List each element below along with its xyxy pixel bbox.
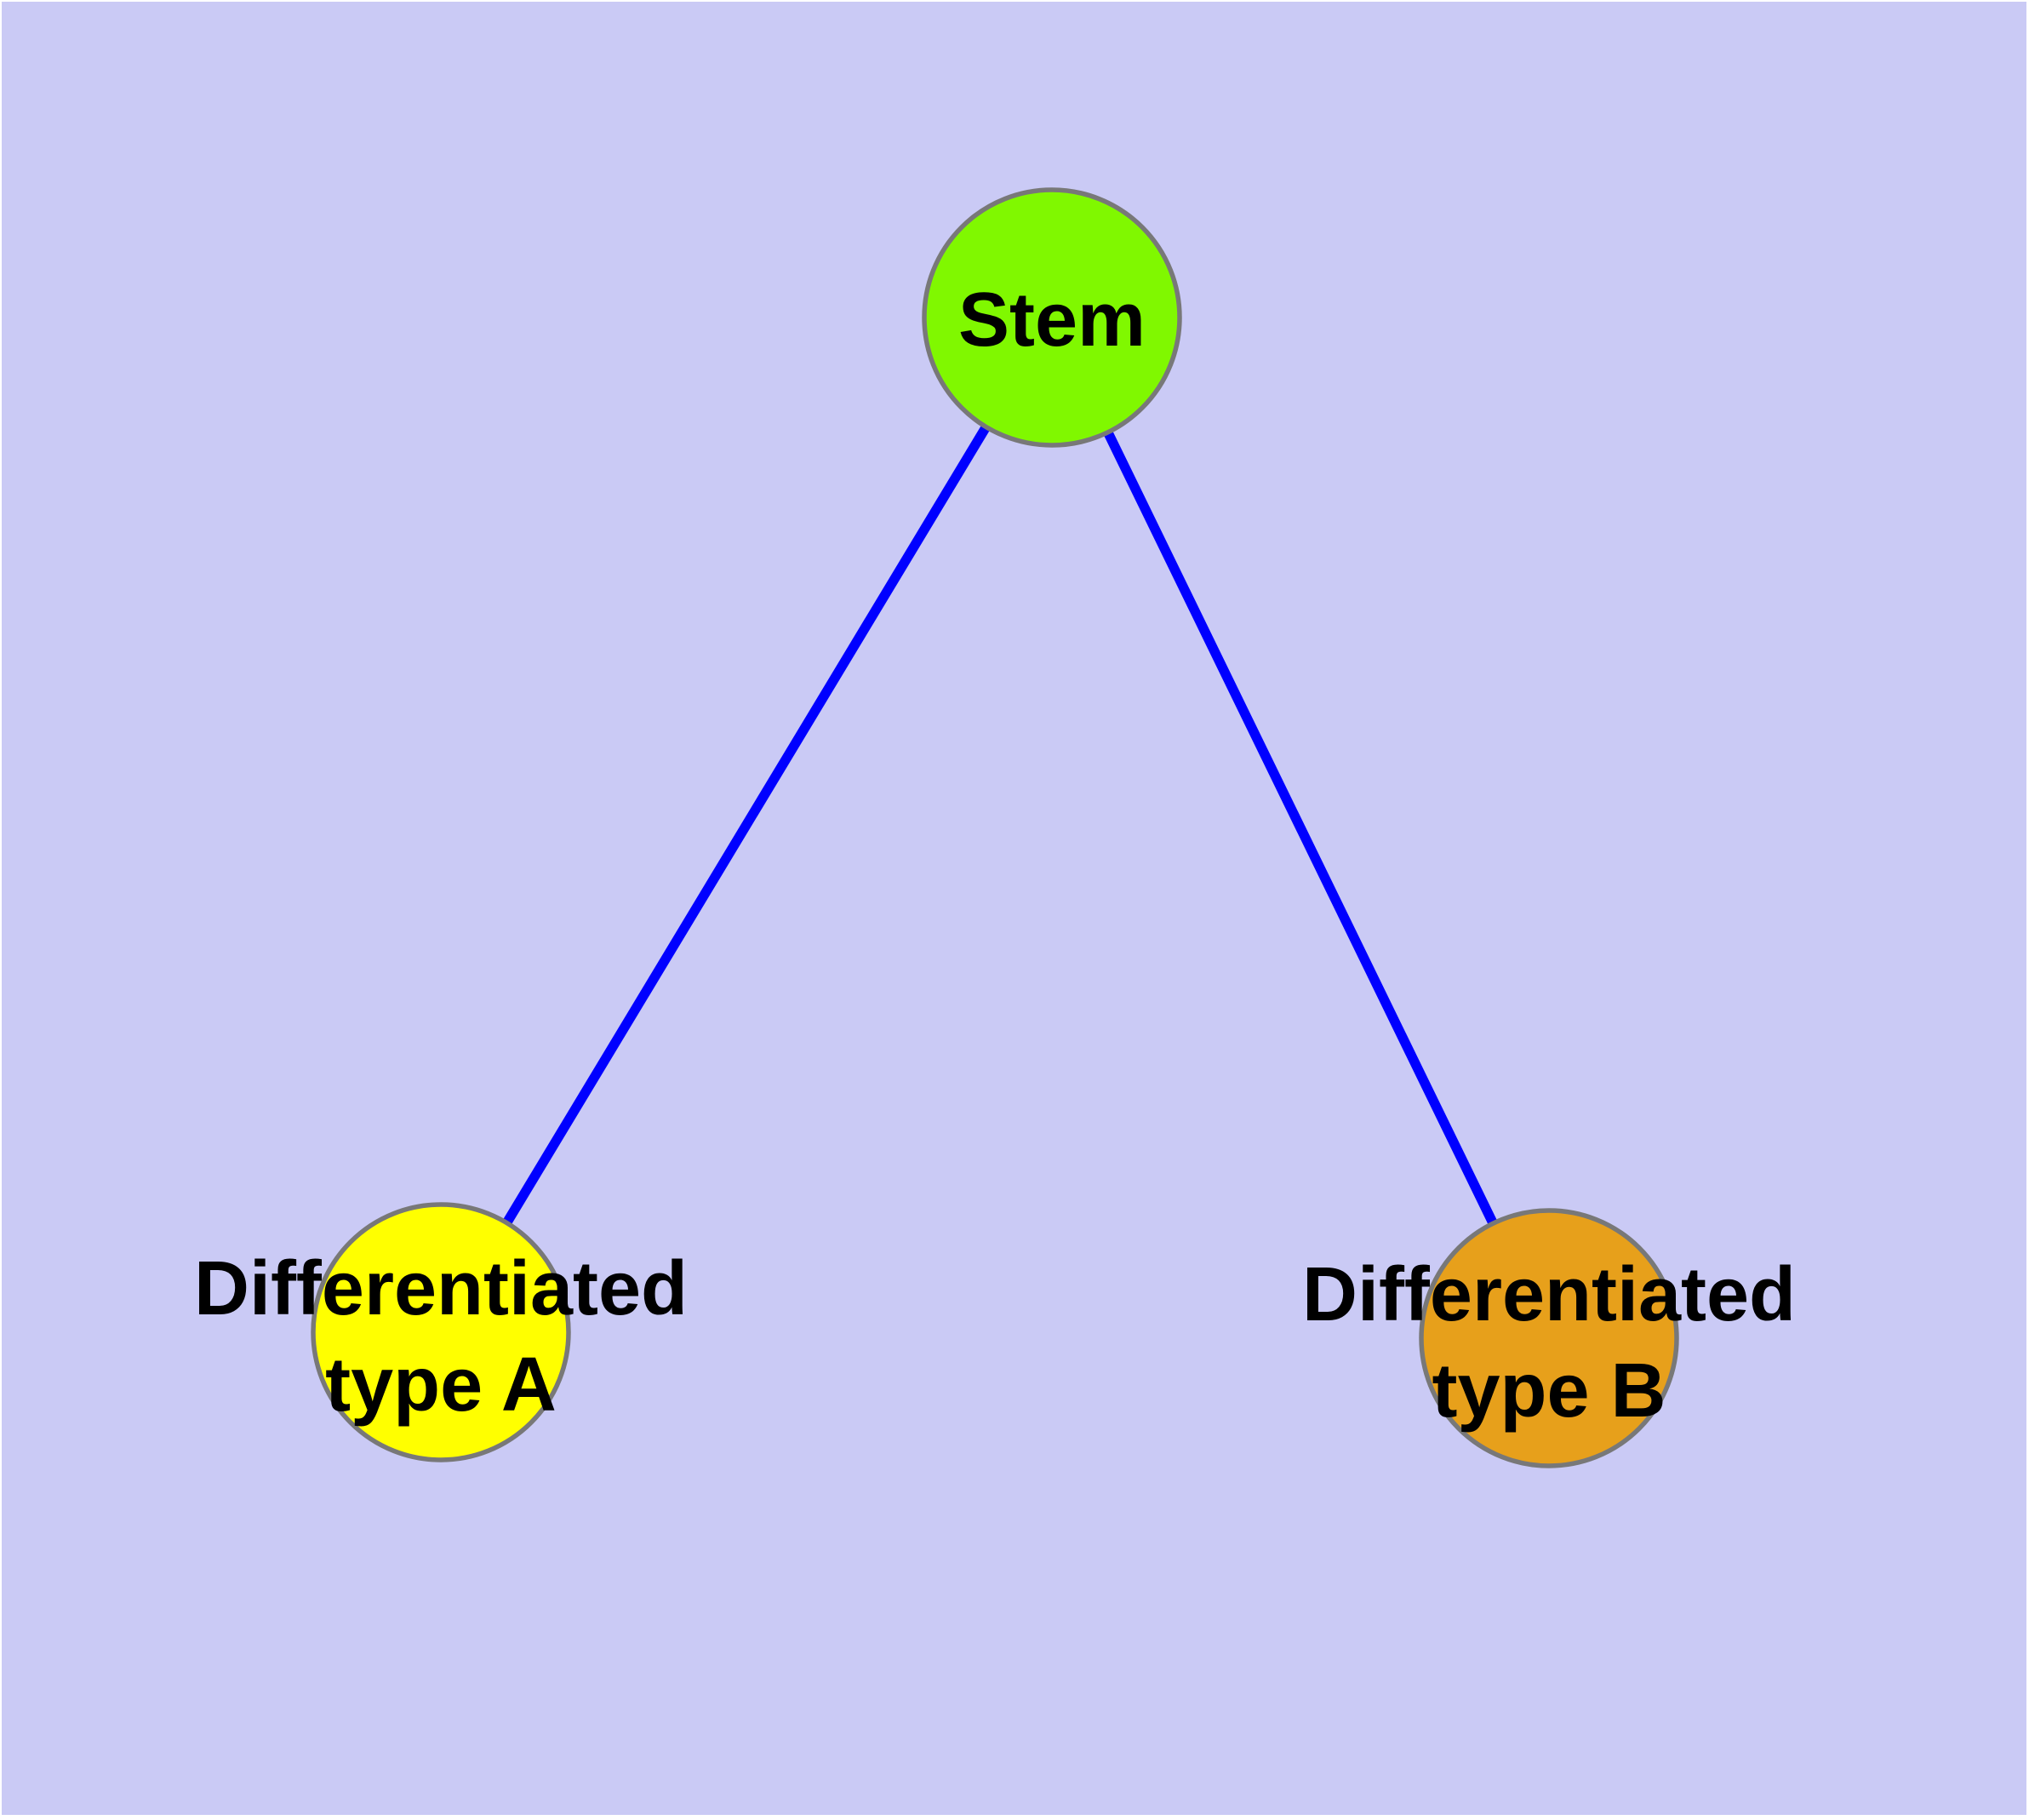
node-stem-circle — [922, 187, 1182, 448]
edge-stem-to-type-a — [437, 315, 1056, 1335]
node-differentiated-type-a: Differentiated type A — [194, 1202, 688, 1462]
node-type-b-label-line1: Differentiated — [1302, 1252, 1796, 1337]
node-type-a-label-line1: Differentiated — [194, 1246, 688, 1331]
node-type-b-label-line2: type B — [1432, 1348, 1666, 1434]
node-type-b-circle — [1419, 1208, 1679, 1468]
node-type-a-label-line2: type A — [325, 1342, 557, 1428]
node-stem: Stem — [922, 187, 1182, 448]
node-type-a-circle — [311, 1202, 571, 1462]
node-stem-label: Stem — [958, 278, 1146, 363]
edge-group — [437, 315, 1554, 1341]
edge-stem-to-type-b — [1047, 315, 1554, 1341]
node-differentiated-type-b: Differentiated type B — [1302, 1208, 1796, 1468]
